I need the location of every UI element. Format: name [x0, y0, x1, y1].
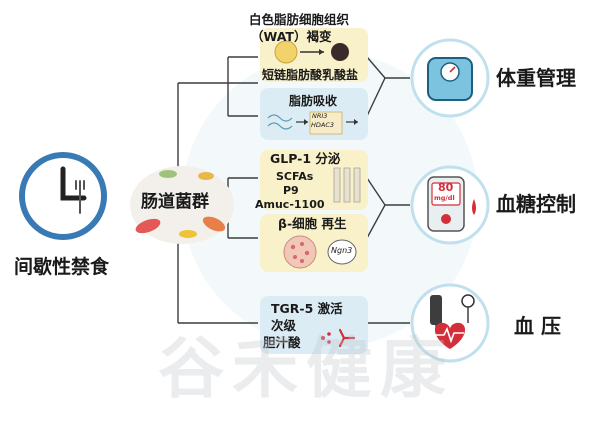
absorption-arrows-icon	[267, 111, 358, 135]
tgr-line-3: 胆汁酸	[263, 335, 301, 350]
arrow-absorb-weight	[366, 77, 386, 117]
outcome-pressure-label: 血 压	[514, 314, 561, 338]
clock-fork-icon	[19, 152, 107, 240]
arrow-beta-glucose	[366, 204, 386, 239]
fat-cell-icon	[274, 40, 349, 64]
tgr-line-2: 次级	[271, 318, 297, 333]
receptor-icon	[321, 328, 356, 348]
tgr-line-1: TGR-5 激活	[271, 301, 343, 316]
glp-line-2: SCFAs	[276, 170, 314, 183]
source-label: 间歇性禁食	[14, 256, 110, 278]
outcome-glucose-label: 血糖控制	[496, 192, 576, 216]
gut-bacteria-icon	[130, 166, 234, 244]
glp-line-1: GLP-1 分泌	[270, 151, 341, 166]
beta-title: β-细胞 再生	[278, 216, 347, 231]
wat-line-1: 白色脂肪细胞组织	[249, 12, 350, 27]
intestinal-cell-icon	[333, 167, 361, 203]
hub-label: 肠道菌群	[141, 192, 209, 212]
wat-line-3: 短链脂肪酸乳酸盐	[262, 68, 359, 82]
blood-pressure-icon	[410, 283, 490, 363]
absorb-title: 脂肪吸收	[289, 94, 338, 108]
wat-line-2: （WAT）褐变	[251, 29, 332, 44]
gene-circle-icon	[327, 239, 357, 265]
watermark: 谷禾健康	[158, 330, 454, 407]
weight-scale-icon	[410, 38, 490, 118]
gene-ngn3: Ngn3	[331, 246, 353, 255]
glucose-meter-value: 80	[438, 181, 454, 194]
glucose-meter-unit: mg/dl	[434, 194, 455, 202]
outcome-weight-label: 体重管理	[496, 66, 576, 90]
glp-line-4: Amuc-1100	[255, 198, 325, 211]
gene-hdac3: HDAC3	[311, 121, 335, 129]
tgr-box	[260, 296, 368, 354]
arrow-wat-weight	[366, 56, 386, 79]
glucose-meter-icon	[410, 165, 490, 245]
glp-line-3: P9	[283, 184, 299, 197]
beta-cell-icon	[283, 235, 317, 269]
arrow-glp-glucose	[366, 177, 386, 206]
gene-nri3: NRI3	[312, 112, 328, 120]
